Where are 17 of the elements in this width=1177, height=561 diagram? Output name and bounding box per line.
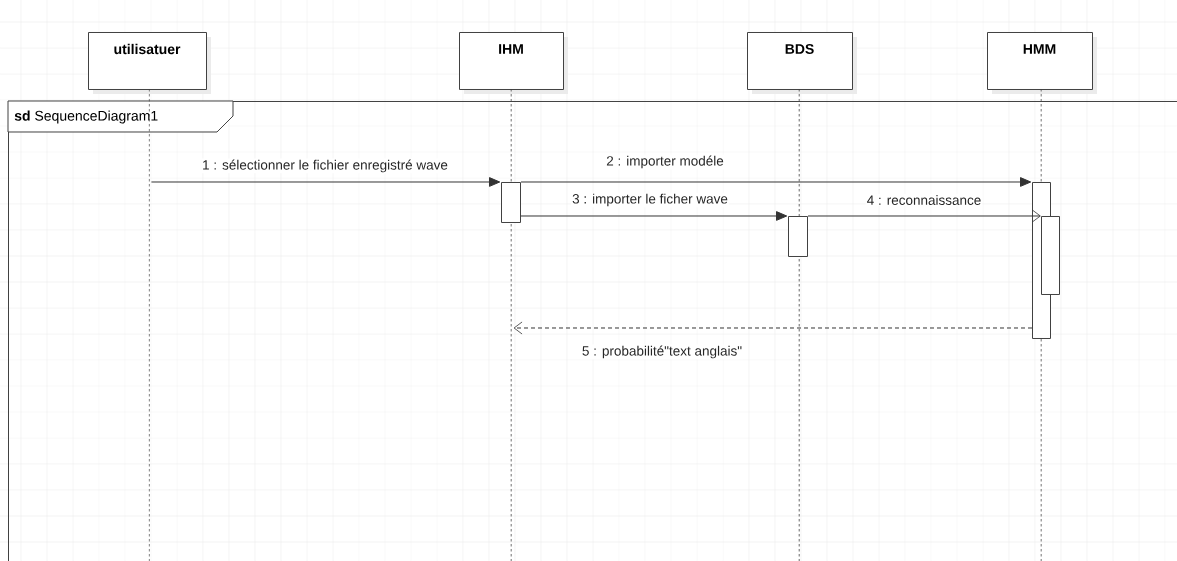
edge-label: 3 : importer le ficher wave <box>572 193 728 207</box>
edge-label: 2 : importer modéle <box>606 155 724 169</box>
lifeline-head: IHM <box>459 32 568 94</box>
message-arrow <box>520 211 788 221</box>
message-arrow <box>807 209 1041 223</box>
message-arrow <box>513 321 1033 335</box>
edge-label: 5 : probabilité"text anglais" <box>582 345 742 359</box>
activation-bar <box>788 216 808 257</box>
edge-label: 1 : sélectionner le fichier enregistré wave <box>203 159 448 173</box>
activation-bar <box>501 182 521 223</box>
edge-label: 4 : reconnaissance <box>867 195 981 205</box>
activation-bar <box>1041 216 1060 295</box>
lifeline-head: utilisatuer <box>88 32 211 94</box>
message-arrow <box>150 177 501 187</box>
lifeline-head: HMM <box>987 32 1097 94</box>
message-arrow <box>520 177 1032 187</box>
lifeline-head: BDS <box>747 32 857 94</box>
